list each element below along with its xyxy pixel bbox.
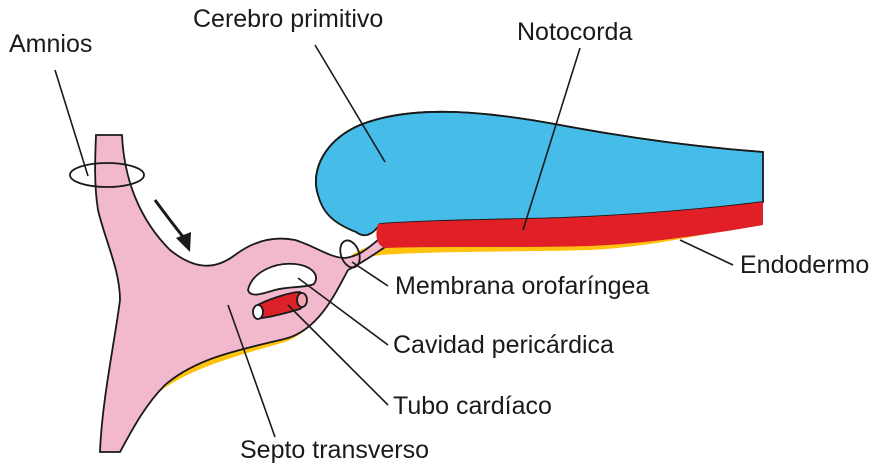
label-tubo-cardiaco: Tubo cardíaco bbox=[393, 392, 552, 420]
label-cerebro-primitivo: Cerebro primitivo bbox=[193, 5, 383, 33]
leader-endodermo bbox=[680, 240, 733, 265]
leader-membrana bbox=[352, 262, 388, 286]
label-cavidad-pericardica: Cavidad pericárdica bbox=[393, 331, 614, 359]
leader-tubo bbox=[288, 305, 388, 405]
heart-tube-end-left bbox=[253, 305, 263, 319]
label-septo-transverso: Septo transverso bbox=[240, 436, 429, 464]
heart-tube-end-right bbox=[297, 293, 307, 307]
label-membrana-orofaringea: Membrana orofaríngea bbox=[395, 272, 649, 300]
label-amnios: Amnios bbox=[9, 30, 92, 58]
leader-amnios bbox=[55, 70, 88, 176]
label-endodermo: Endodermo bbox=[740, 251, 869, 279]
label-notocorda: Notocorda bbox=[517, 18, 632, 46]
